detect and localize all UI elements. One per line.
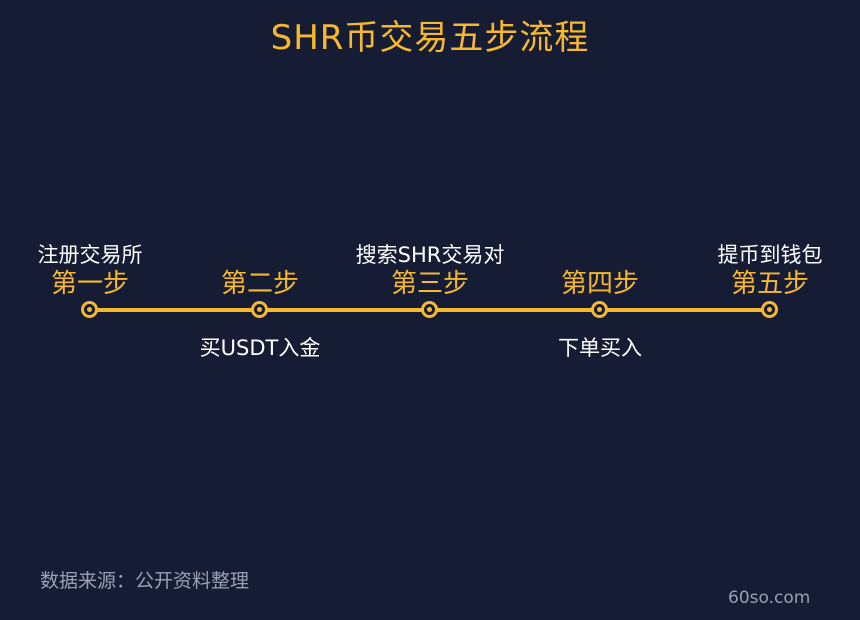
step-2-label: 第二步 [220, 269, 299, 299]
watermark: 60so.com [728, 588, 811, 608]
step-1-desc: 注册交易所 [37, 243, 143, 267]
step-5-desc: 提币到钱包 [717, 243, 823, 267]
step-5-label: 第五步 [730, 269, 809, 299]
step-2-marker [251, 301, 268, 318]
step-3-desc: 搜索SHR交易对 [355, 243, 505, 267]
step-1-label: 第一步 [50, 269, 129, 299]
step-3-label: 第三步 [390, 269, 469, 299]
step-5-marker [761, 301, 778, 318]
step-3-marker [421, 301, 438, 318]
source-note: 数据来源：公开资料整理 [40, 570, 250, 592]
step-4-marker [591, 301, 608, 318]
step-4-label: 第四步 [560, 269, 639, 299]
step-4-desc: 下单买入 [558, 336, 642, 360]
step-1-marker [81, 301, 98, 318]
step-2-desc: 买USDT入金 [199, 336, 321, 360]
diagram-title: SHR币交易五步流程 [270, 18, 590, 58]
